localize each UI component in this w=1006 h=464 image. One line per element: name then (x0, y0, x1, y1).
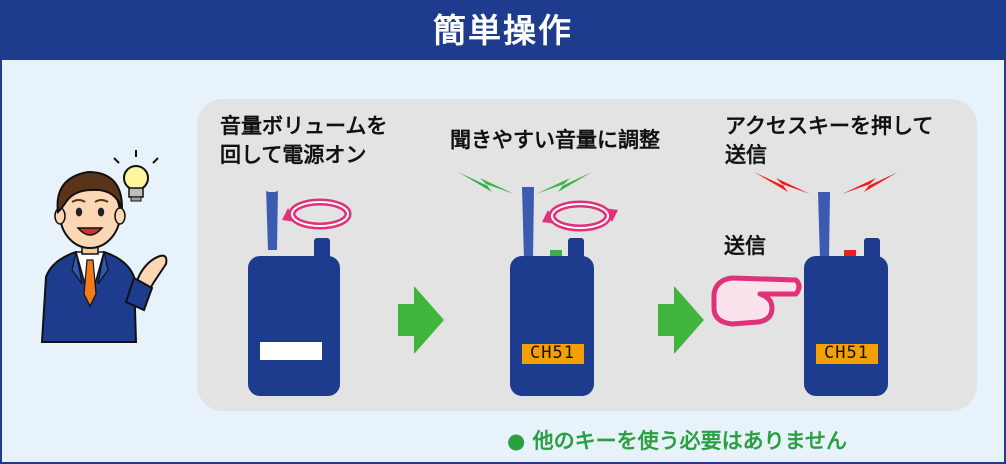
right-arrow-icon (658, 286, 704, 354)
channel-display: CH51 (530, 343, 575, 363)
radio-icon (510, 187, 594, 396)
light-bulb-icon (113, 150, 159, 202)
radio-icon (248, 180, 340, 396)
signal-icon (754, 172, 898, 194)
person-icon (40, 170, 168, 343)
step-1-label: 音量ボリュームを 回して電源オン (220, 114, 388, 167)
page-title: 簡単操作 (2, 2, 1004, 60)
radio-icon (804, 192, 888, 396)
step-3-label: アクセスキーを押して 送信 (725, 114, 934, 167)
channel-display: CH51 (824, 343, 869, 363)
footnote: ● 他のキーを使う必要はありません (507, 429, 848, 453)
signal-icon (458, 172, 592, 194)
step-2-label: 聞きやすい音量に調整 (450, 128, 660, 152)
right-arrow-icon (398, 286, 444, 354)
volume-rotate-icon (542, 200, 618, 232)
press-label: 送信 (724, 234, 766, 258)
pointing-hand-icon (711, 275, 802, 327)
volume-rotate-icon (282, 198, 352, 230)
